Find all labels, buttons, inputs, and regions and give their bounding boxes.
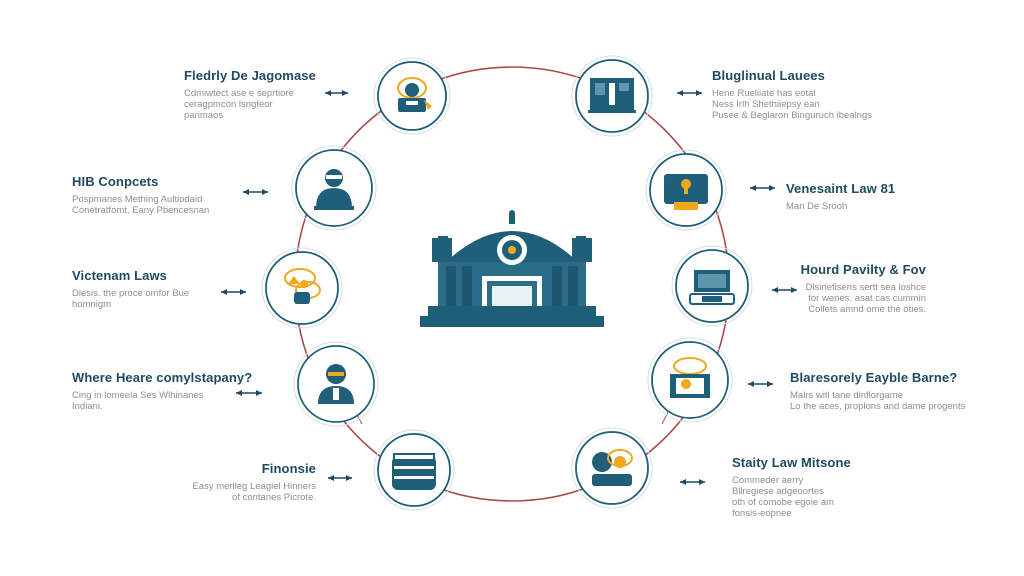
node-r1: [645, 149, 727, 231]
node-label-r3: Blaresorely Eayble Barne? Malrs witl tane…: [790, 370, 1024, 412]
node-description-line: Conetratfomt, Eany Pbencesnan: [72, 205, 210, 216]
double-arrow-icon: [748, 381, 773, 387]
node-description-line: Easy merlleg Leagiel Hinners: [192, 481, 316, 492]
double-arrow-icon: [243, 189, 268, 195]
node-description-line: parimaos: [184, 110, 224, 121]
node-title: Blaresorely Eayble Barne?: [790, 370, 958, 385]
double-arrow-icon: [677, 90, 702, 96]
double-arrow-icon: [236, 390, 262, 396]
node-bl: [373, 429, 455, 511]
node-circle: [575, 431, 649, 505]
node-description-line: oth of comobe egoie am: [732, 497, 834, 508]
node-description-line: homnigm: [72, 299, 112, 310]
node-title: Hourd Pavilty & Fov: [800, 262, 926, 277]
node-description-line: Ness Irlh Shethiiepsy ean: [712, 99, 820, 110]
double-arrow-icon: [221, 289, 246, 295]
node-description-line: Indiani.: [72, 401, 103, 412]
node-description-line: Dlesis. the proce omfor Bue: [72, 288, 190, 299]
node-tr: [571, 55, 653, 137]
node-description-line: Cdmiwtect ase e seprtiore: [184, 88, 294, 99]
node-title: Where Heare comylstapany?: [72, 370, 253, 385]
node-halo: [671, 245, 753, 327]
node-tl: [373, 57, 451, 135]
node-l1: [291, 145, 377, 231]
node-description-line: Commeder aerry: [732, 475, 804, 486]
node-description-line: Pospmanes Mething Aultiodaid: [72, 194, 203, 205]
vault-icon: [392, 453, 436, 490]
double-arrow-icon: [772, 287, 797, 293]
nodes-layer: [221, 55, 797, 511]
courthouse-icon: [420, 210, 604, 327]
judge-icon: [314, 169, 354, 210]
node-title: Venesaint Law 81: [786, 181, 896, 196]
workstation-icon: [689, 270, 735, 305]
node-halo: [261, 247, 343, 329]
whiteboard-icon: [588, 78, 636, 113]
node-description-line: of contanes Picrote.: [232, 492, 316, 503]
double-arrow-icon: [680, 479, 705, 485]
double-arrow-icon: [328, 475, 352, 481]
node-description-line: Dlsiriefisens sertt sea loshce: [805, 282, 926, 293]
node-halo: [571, 55, 653, 137]
node-halo: [293, 341, 379, 427]
node-halo: [645, 149, 727, 231]
person-icon: [318, 364, 354, 404]
lawyer-desk-icon: [397, 77, 432, 112]
node-halo: [571, 427, 653, 509]
node-description-line: ceragpmcon lsngfeor: [184, 99, 273, 110]
node-description-line: Cing in lomeela Ses Wlhinanes: [72, 390, 204, 401]
node-description-line: Man De Srooh: [786, 201, 848, 212]
node-l3: [293, 341, 379, 427]
double-arrow-icon: [750, 185, 775, 191]
node-label-r1: Venesaint Law 81 Man De Srooh: [786, 181, 1024, 212]
node-description-line: Hene Rueliiate has eotal: [712, 88, 816, 99]
podium-icon: [670, 357, 710, 398]
node-title: Victenam Laws: [72, 268, 167, 283]
node-description-line: Collets amnd ome the oties.: [808, 304, 926, 315]
briefcase-icon: [664, 174, 708, 210]
node-description-line: Malrs witl tane dinflorgame: [790, 390, 903, 401]
node-halo: [373, 57, 451, 135]
node-title: Finonsie: [261, 461, 316, 476]
scales-icon: [284, 268, 321, 304]
discussion-icon: [592, 449, 633, 486]
node-halo: [647, 337, 733, 423]
node-title: HIB Conpcets: [72, 174, 159, 189]
node-description-line: Lo the aces, proplons and dame progents: [790, 401, 966, 412]
node-description-line: Bllregiese adgeoortes: [732, 486, 824, 497]
node-title: Bluglinual Lauees: [712, 68, 825, 83]
node-halo: [291, 145, 377, 231]
node-l2: [261, 247, 343, 329]
node-description-line: for wenes. asat cas cummin: [808, 293, 926, 304]
node-halo: [373, 429, 455, 511]
node-circle: [265, 251, 339, 325]
node-title: Staity Law Mitsone: [732, 455, 851, 470]
node-r3: [647, 337, 733, 423]
node-label-l3: Where Heare comylstapany? Cing in lomeela…: [72, 370, 332, 412]
node-br: [571, 427, 653, 509]
node-r2: [671, 245, 753, 327]
node-description-line: fonsis-eopnee: [732, 508, 792, 519]
double-arrow-icon: [325, 90, 348, 96]
node-title: Fledrly De Jagomase: [184, 68, 316, 83]
node-description-line: Pusee & Beglaron Binguruch ibealngs: [712, 110, 873, 121]
